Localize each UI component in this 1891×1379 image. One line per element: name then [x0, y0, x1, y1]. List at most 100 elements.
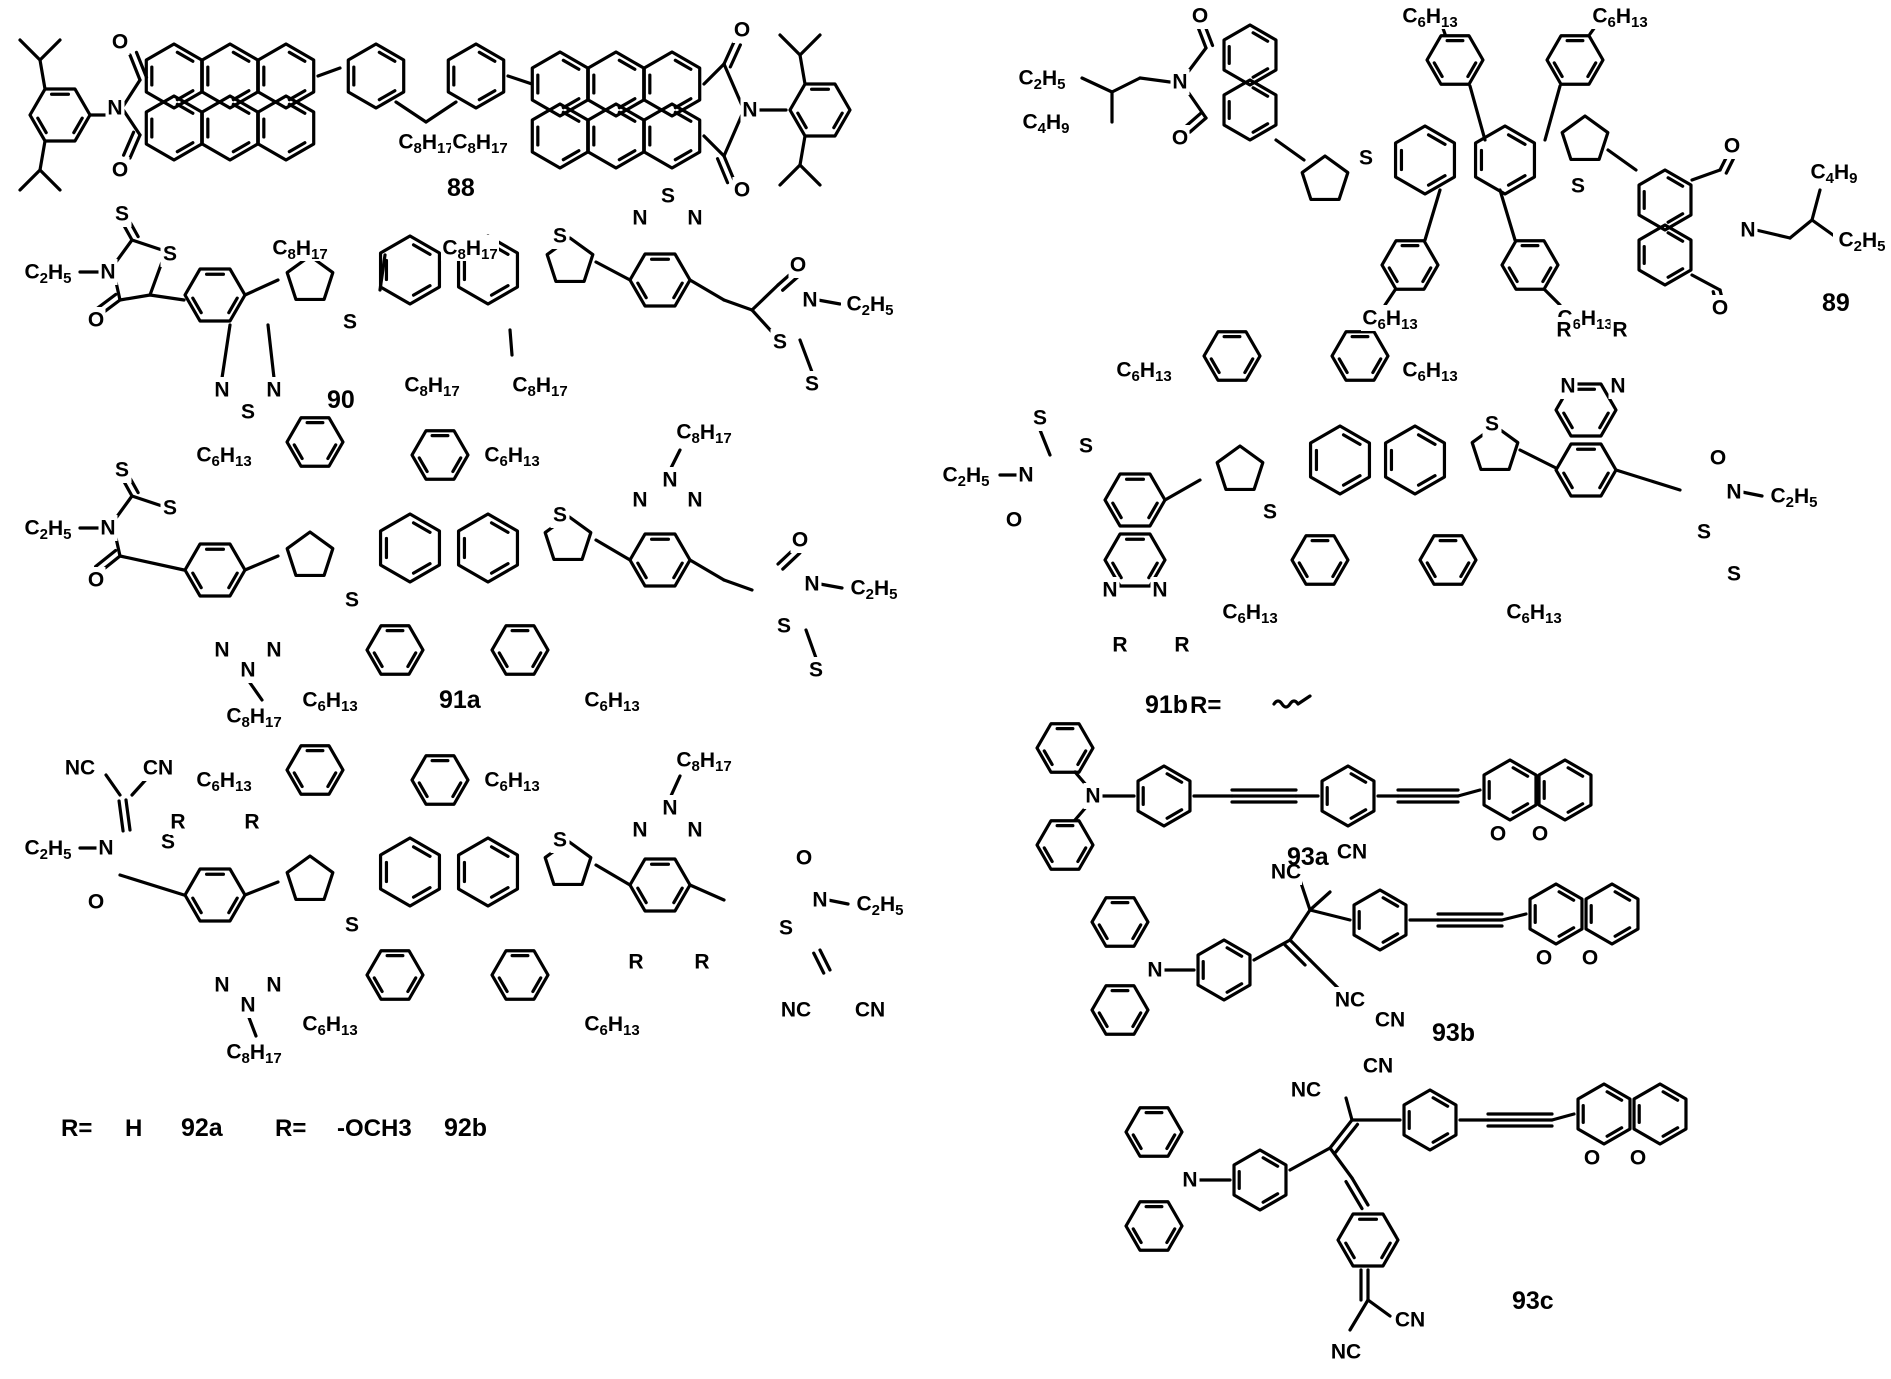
amine-n: N — [1145, 957, 1165, 983]
benzothiadiazole-ring — [183, 267, 247, 323]
thione-s: S — [806, 657, 826, 683]
hexyl-chain: C6H13 — [1591, 3, 1649, 31]
bond — [316, 66, 342, 78]
bond — [1080, 76, 1114, 94]
imide-n: N — [1170, 69, 1190, 95]
svg-text:N: N — [100, 261, 115, 284]
benzothiadiazole-ring — [628, 252, 692, 308]
bond — [246, 1013, 258, 1038]
double-bond — [728, 43, 742, 69]
triazole-n: N — [212, 972, 232, 998]
bond — [118, 554, 186, 572]
bond — [1810, 188, 1822, 222]
aromatic-inner-bond — [561, 149, 581, 162]
aromatic-inner-bond — [1566, 802, 1585, 814]
aromatic-inner-bond — [1666, 231, 1685, 243]
aromatic-inner-bond — [489, 562, 510, 575]
compound-label-90: 90 — [327, 386, 355, 414]
hexylphenyl-ring — [1330, 330, 1390, 382]
ethyl-group: C2H5 — [845, 575, 903, 603]
svg-text:R: R — [1612, 319, 1627, 342]
bond — [798, 33, 822, 57]
thiophene-ring — [1560, 114, 1610, 162]
svg-text:CN: CN — [143, 757, 173, 780]
thiadiazole-s: S — [658, 183, 678, 209]
diisopropylphenyl-ring — [28, 87, 92, 143]
carbonyl-o: O — [1708, 445, 1728, 471]
svg-text:N: N — [632, 819, 647, 842]
hexylphenyl-ring — [410, 754, 470, 806]
quinoxaline-n: N — [1150, 577, 1170, 603]
perylene-ring — [144, 94, 204, 162]
double-bond — [1333, 1122, 1360, 1154]
aromatic-inner-bond — [672, 281, 684, 300]
thiazolidine-n: N — [802, 571, 822, 597]
aromatic-inner-bond — [411, 562, 432, 575]
triazole-n: N — [660, 467, 680, 493]
svg-text:N: N — [1147, 959, 1162, 982]
svg-text:N: N — [98, 837, 113, 860]
phenylene-ring — [1232, 1148, 1288, 1212]
aromatic-inner-bond — [1147, 561, 1159, 580]
svg-text:N: N — [214, 974, 229, 997]
svg-text:C6H13: C6H13 — [302, 1013, 357, 1039]
aromatic-inner-bond — [617, 149, 637, 162]
butyl-group: C4H9 — [1017, 109, 1075, 137]
thiophene-ring — [543, 839, 593, 887]
nitrile-cn: CN — [854, 997, 886, 1023]
aromatic-inner-bond — [673, 58, 693, 71]
octyl-chain: C8H17 — [675, 747, 733, 775]
bond — [1328, 1146, 1354, 1180]
svg-text:O: O — [1536, 947, 1552, 970]
nitrile-cn: CN — [1394, 1307, 1426, 1333]
phenyl-ring — [1090, 984, 1150, 1036]
bond — [688, 278, 726, 302]
bond — [1348, 1298, 1370, 1332]
double-bond — [128, 53, 142, 82]
aromatic-inner-bond — [1111, 561, 1123, 580]
double-bond — [715, 157, 730, 185]
svg-text:S: S — [163, 243, 177, 266]
double-bond — [1283, 943, 1307, 967]
fluorene-ring — [346, 42, 406, 110]
bond — [1423, 188, 1442, 242]
aromatic-inner-bond — [1261, 1192, 1280, 1204]
ethyl-group: C2H5 — [1013, 65, 1071, 93]
aromatic-inner-bond — [1076, 749, 1088, 767]
hexylphenyl-ring — [1202, 330, 1262, 382]
bond — [1288, 908, 1312, 942]
aromatic-inner-bond — [1416, 433, 1437, 446]
svg-text:S: S — [809, 659, 823, 682]
aromatic-inner-bond — [175, 50, 195, 63]
aromatic-inner-bond — [1661, 1126, 1680, 1138]
hexylphenyl-ring — [365, 624, 425, 676]
aromatic-inner-bond — [406, 651, 418, 669]
bond — [378, 253, 387, 292]
bond — [18, 38, 42, 62]
double-bond — [722, 40, 736, 66]
lactone-carbonyl-o: O — [1534, 945, 1554, 971]
aromatic-inner-bond — [531, 651, 543, 669]
aromatic-inner-bond — [1042, 749, 1054, 767]
svg-text:N: N — [687, 207, 702, 230]
bond — [243, 278, 280, 297]
thiazolidine-s: S — [158, 829, 178, 855]
perylene-ring — [586, 102, 646, 170]
aromatic-inner-bond — [489, 845, 510, 858]
hexylphenyl-ring — [285, 416, 345, 468]
phenyl-ring — [1035, 722, 1095, 774]
compound-label-91a: 91a — [439, 686, 482, 714]
svg-text:N: N — [662, 797, 677, 820]
bond — [798, 338, 814, 374]
bond — [266, 323, 276, 380]
quinoxaline-n: N — [1100, 577, 1120, 603]
svg-text:S: S — [553, 504, 567, 527]
bond — [1163, 478, 1202, 502]
r-substituent: R — [1110, 632, 1130, 658]
bond — [1468, 84, 1487, 142]
quinoxaline-ring — [1554, 382, 1618, 438]
svg-text:O: O — [1630, 1147, 1646, 1170]
central-benzene-ring — [456, 836, 520, 908]
svg-text:NC: NC — [1291, 1079, 1321, 1102]
aromatic-inner-bond — [1562, 411, 1574, 430]
